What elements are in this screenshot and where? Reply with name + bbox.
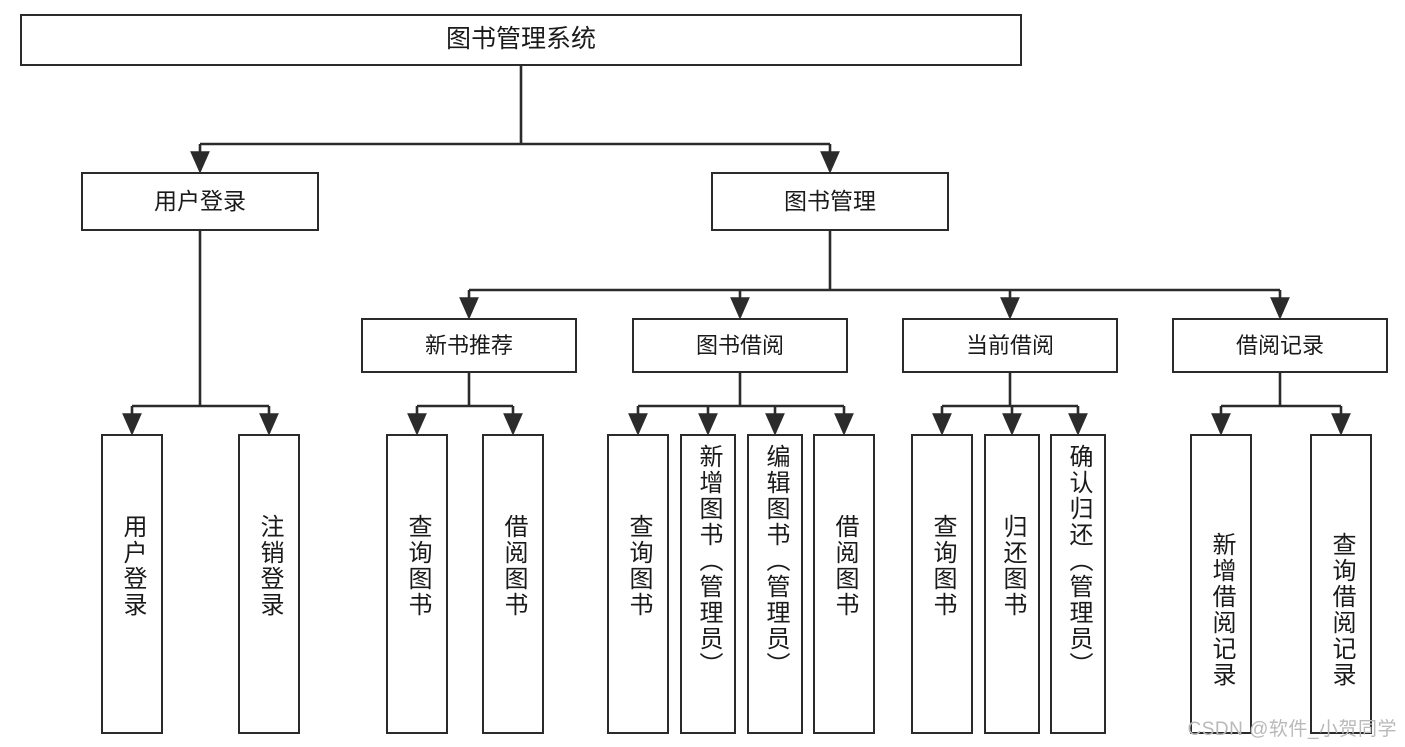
- leaf-add-borrow-record[interactable]: 新增借阅记录: [1190, 434, 1252, 734]
- node-current-borrow[interactable]: 当前借阅: [902, 318, 1118, 373]
- node-label: 借阅记录: [1235, 332, 1324, 358]
- node-label: 图书管理: [784, 187, 876, 214]
- leaf-borrow-book[interactable]: 借阅图书: [813, 434, 875, 734]
- node-label: 新书推荐: [424, 332, 513, 358]
- node-label: 归还图书: [999, 514, 1026, 618]
- node-label: 借阅图书: [831, 514, 858, 618]
- node-root-book-management-system[interactable]: 图书管理系统: [20, 14, 1022, 66]
- leaf-query-book-recommend[interactable]: 查询图书: [386, 434, 448, 734]
- node-book-management[interactable]: 图书管理: [711, 172, 949, 231]
- leaf-add-book-admin[interactable]: 新增图书（管理员）: [680, 434, 736, 734]
- node-label: 查询图书: [404, 514, 431, 618]
- node-new-book-recommend[interactable]: 新书推荐: [361, 318, 577, 373]
- node-label: 用户登录: [154, 187, 246, 214]
- node-label: 用户登录: [119, 514, 146, 618]
- node-borrow-record[interactable]: 借阅记录: [1172, 318, 1388, 373]
- node-label: 查询图书: [929, 514, 956, 618]
- leaf-query-book-current[interactable]: 查询图书: [911, 434, 973, 734]
- node-label: 图书借阅: [695, 332, 784, 358]
- leaf-confirm-return-admin[interactable]: 确认归还（管理员）: [1050, 434, 1106, 734]
- leaf-user-login[interactable]: 用户登录: [101, 434, 163, 734]
- node-label: 图书管理系统: [445, 25, 596, 54]
- node-label: 注销登录: [256, 514, 283, 618]
- node-label: 借阅图书: [500, 514, 527, 618]
- node-label: 当前借阅: [965, 332, 1054, 358]
- node-label: 新增图书（管理员）: [695, 444, 722, 678]
- watermark-text: CSDN @软件_小贺同学: [1187, 719, 1397, 740]
- node-label: 新增借阅记录: [1208, 532, 1235, 688]
- node-label: 编辑图书（管理员）: [762, 444, 789, 678]
- leaf-edit-book-admin[interactable]: 编辑图书（管理员）: [747, 434, 803, 734]
- leaf-borrow-book-recommend[interactable]: 借阅图书: [482, 434, 544, 734]
- leaf-user-logout[interactable]: 注销登录: [238, 434, 300, 734]
- leaf-query-book-borrow[interactable]: 查询图书: [607, 434, 669, 734]
- leaf-return-book[interactable]: 归还图书: [984, 434, 1040, 734]
- node-label: 确认归还（管理员）: [1065, 444, 1092, 678]
- node-user-login[interactable]: 用户登录: [81, 172, 319, 231]
- node-label: 查询图书: [625, 514, 652, 618]
- leaf-query-borrow-record[interactable]: 查询借阅记录: [1310, 434, 1372, 734]
- node-book-borrow[interactable]: 图书借阅: [632, 318, 848, 373]
- node-label: 查询借阅记录: [1328, 532, 1355, 688]
